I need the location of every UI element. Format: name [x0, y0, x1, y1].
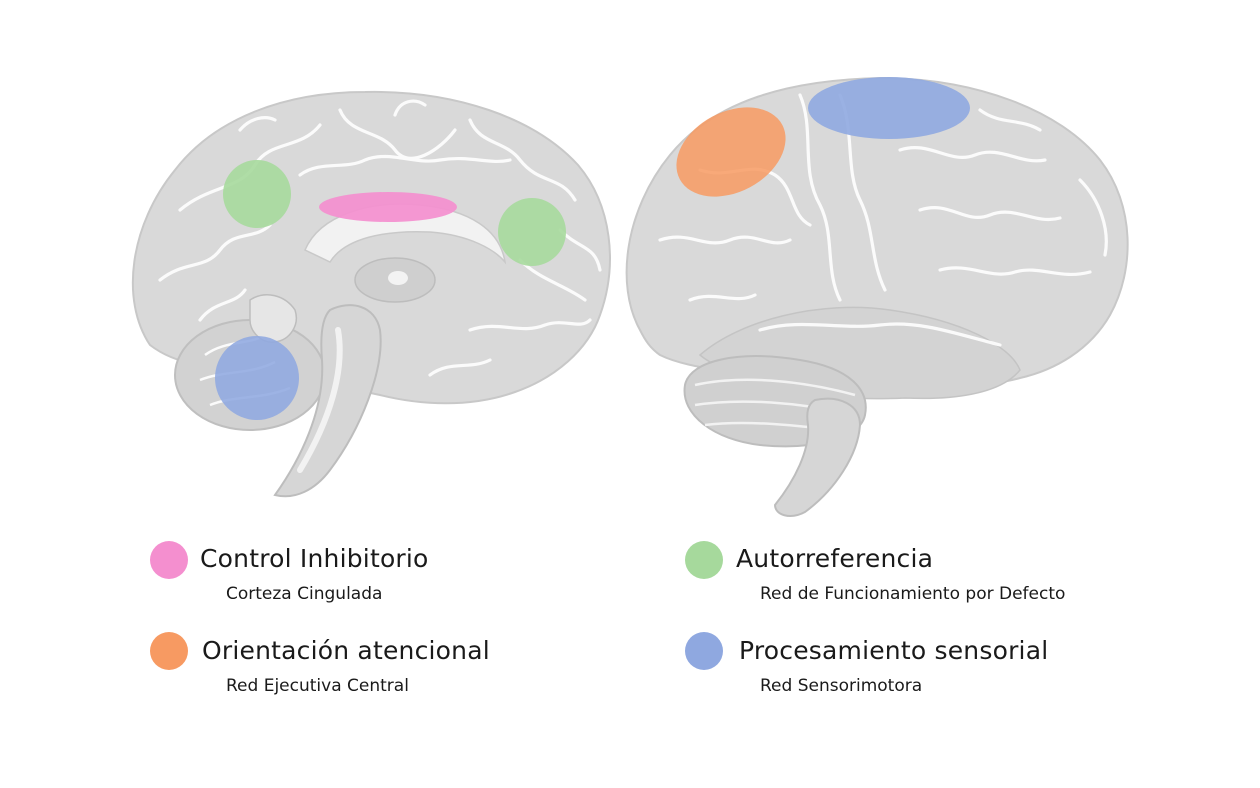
legend-title: Orientación atencional: [202, 636, 490, 665]
region-default-mode-posterior: [223, 160, 291, 228]
legend-title: Procesamiento sensorial: [739, 636, 1049, 665]
region-central-executive: [676, 107, 786, 197]
legend-subtitle: Red de Funcionamiento por Defecto: [760, 584, 1066, 604]
sagittal-brain: [131, 90, 611, 498]
brain-illustrations: [131, 76, 1129, 517]
legend-title: Control Inhibitorio: [200, 544, 429, 573]
sagittal-brainstem: [273, 304, 382, 498]
legend-dot-blue: [685, 632, 723, 670]
region-sensorimotor-sagittal: [215, 336, 299, 420]
region-cingulate: [319, 192, 457, 222]
legend-subtitle: Red Ejecutiva Central: [226, 676, 409, 696]
region-sensorimotor-lateral: [808, 77, 970, 139]
legend-subtitle: Red Sensorimotora: [760, 676, 923, 696]
legend-dot-green: [685, 541, 723, 579]
region-default-mode-anterior: [498, 198, 566, 266]
legend-title: Autorreferencia: [736, 544, 934, 573]
legend-dot-orange: [150, 632, 188, 670]
legend-subtitle: Corteza Cingulada: [226, 584, 383, 604]
lateral-brainstem: [773, 397, 862, 517]
legend-dot-pink: [150, 541, 188, 579]
lateral-brain: [625, 76, 1129, 517]
